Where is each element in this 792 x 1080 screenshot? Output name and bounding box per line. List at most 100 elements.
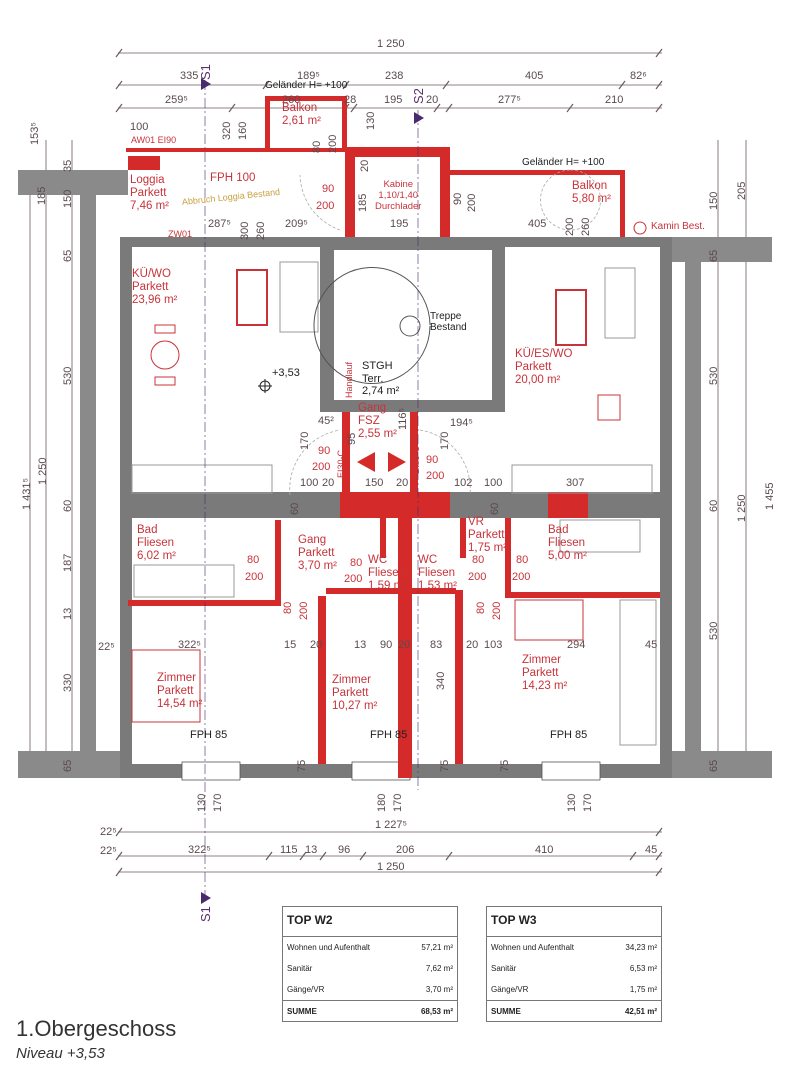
room-name: Bad [548, 524, 569, 536]
room-fph-label: FPH 100 [210, 172, 255, 185]
fire-door-label: EI30-C [411, 445, 421, 474]
room-area: 14,23 m² [522, 680, 568, 693]
chimney-icon [633, 221, 647, 235]
dim-left: 153⁵ [29, 122, 41, 145]
room-area: 2,74 m² [362, 385, 400, 398]
dim-inner: 90 [452, 192, 464, 205]
dim-left: 13 [62, 607, 74, 620]
room-area: 7,46 m² [130, 200, 169, 213]
windows [181, 761, 601, 781]
room-area: 5,00 m² [548, 550, 587, 563]
dim-inner: 80 [516, 554, 529, 566]
dim-right: 205 [736, 181, 748, 200]
table-row: Wohnen und Aufenthalt 34,23 m² [487, 937, 661, 958]
dim-left: 65 [62, 759, 74, 772]
dim-left: 1 250 [37, 457, 49, 485]
dim-inner: 75 [439, 759, 451, 772]
dim-inner: 45² [318, 415, 334, 427]
dim-right: 530 [708, 621, 720, 640]
dim-inner: 200 [298, 601, 310, 620]
dim-inner: 13 [354, 639, 367, 651]
dim-inner: 20 [359, 159, 371, 172]
dim-inner: 200 [512, 571, 531, 583]
row-value: 34,23 m² [625, 943, 657, 952]
dim-inner: 160 [237, 121, 249, 140]
dim-left: 22⁵ [98, 641, 115, 653]
dim-top: 405 [525, 70, 544, 82]
dim-left: 65 [62, 249, 74, 262]
dim-inner: 185 [357, 193, 369, 212]
dim-left: 185 [36, 186, 48, 205]
dim-left: 150 [62, 189, 74, 208]
dim-left: 330 [62, 673, 74, 692]
dim-inner: 200 [327, 134, 339, 153]
room-floor: FSZ [358, 415, 380, 428]
dim-inner: 194⁵ [450, 417, 473, 429]
dim-inner: 80 [350, 557, 363, 569]
dim-inner: 20 [322, 477, 335, 489]
dim-inner: 294 [567, 639, 586, 651]
dim-inner: 95 [346, 432, 358, 445]
dim-inner: 83 [430, 639, 443, 651]
dim-inner: 170 [299, 431, 311, 450]
room-area: 6,02 m² [137, 550, 176, 563]
room-area: 5,80 m² [572, 193, 611, 206]
dim-top: 82⁶ [630, 70, 647, 82]
dim-inner: 320 [221, 121, 233, 140]
dim-bottom: 170 [392, 793, 404, 812]
row-label: Wohnen und Aufenthalt [491, 943, 575, 952]
dim-inner: 200 [316, 200, 335, 212]
dim-top: 28 [344, 94, 357, 106]
room-name: Gang [298, 534, 327, 546]
room-name: Loggia [130, 174, 165, 186]
dim-inner: 20 [396, 477, 409, 489]
dim-bottom: 96 [338, 844, 351, 856]
dim-inner: 260 [255, 221, 267, 240]
room-floor: Fliesen [368, 567, 406, 580]
dim-right: 1 455 [764, 482, 776, 510]
dim-inner: 45 [645, 639, 658, 651]
wall-type-label: ZW01 [168, 229, 193, 239]
dim-top-total: 1 250 [377, 38, 405, 50]
window-label: FPH 85 [370, 729, 408, 741]
room-area: 2,61 m² [282, 115, 321, 128]
railing-note: Geländer H= +100 [265, 80, 348, 91]
dim-inner: 80 [247, 554, 260, 566]
dim-inner: 80 [472, 554, 485, 566]
plan-level: Niveau +3,53 [16, 1045, 105, 1062]
dim-inner: 100 [300, 477, 319, 489]
handrail-label: Handlauf [344, 361, 354, 398]
room-size: 1,10/1,40 [378, 189, 419, 201]
dim-inner: 60 [489, 502, 501, 515]
dim-inner: 200 [466, 193, 478, 212]
dim-inner: 80 [311, 140, 323, 153]
row-value: 7,62 m² [425, 964, 453, 973]
dim-inner: 102 [454, 477, 473, 489]
dim-inner: 170 [439, 431, 451, 450]
room-floor: Parkett [132, 281, 169, 294]
dim-inner: 200 [564, 217, 576, 236]
dim-top: 259⁵ [165, 94, 188, 106]
dim-top: 335 [180, 70, 199, 82]
row-label: Gänge/VR [287, 985, 325, 994]
dim-inner: 90 [318, 445, 331, 457]
dim-inner: 200 [312, 461, 331, 473]
neighbor-walls [18, 170, 772, 778]
dim-bottom: 13 [305, 844, 318, 856]
dim-left: 35 [62, 159, 74, 172]
dim-inner: 130 [365, 111, 377, 130]
sum-value: 68,53 m² [420, 1006, 453, 1016]
